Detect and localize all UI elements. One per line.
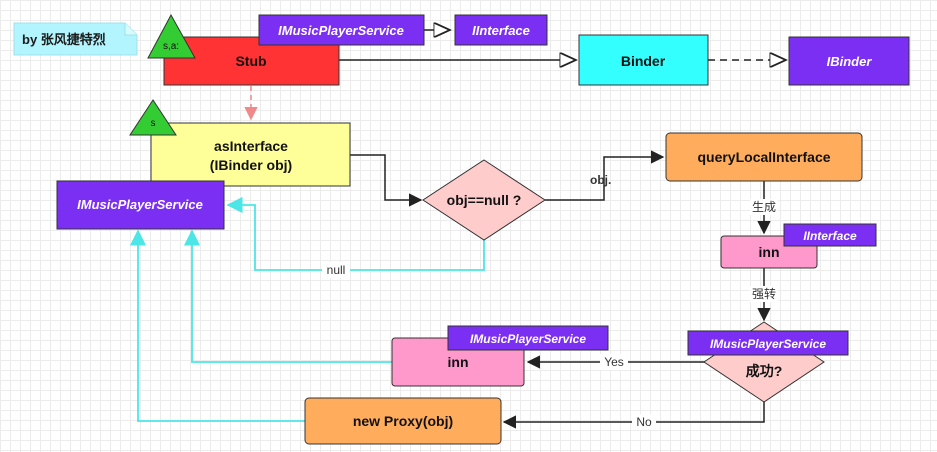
stub-badge: s,a: <box>147 13 196 59</box>
imusic-inn-label: IMusicPlayerService <box>470 332 586 346</box>
edge-no-to-proxy <box>502 402 765 429</box>
asinterface-badge: s <box>129 99 177 136</box>
edge-label-generate: 生成 <box>752 200 776 214</box>
imusic-top-label: IMusicPlayerService <box>278 23 404 38</box>
imusic-decision-label: IMusicPlayerService <box>710 337 826 351</box>
iinterface-top-tag: IInterface <box>454 14 548 46</box>
new-proxy-node: new Proxy(obj) <box>304 397 502 445</box>
binder-label: Binder <box>621 53 666 69</box>
asinterface-label-1: asInterface <box>214 138 288 154</box>
query-local-node: queryLocalInterface <box>665 132 863 182</box>
new-proxy-label: new Proxy(obj) <box>353 413 453 429</box>
edge-asinterface-to-decision <box>350 154 423 207</box>
edge-label-no: No <box>636 415 652 429</box>
success-label: 成功? <box>746 363 783 379</box>
imusic-left-label: IMusicPlayerService <box>77 197 203 212</box>
iinterface-small-label: IInterface <box>803 229 857 243</box>
edge-label-obj: obj. <box>590 173 611 187</box>
ibinder-tag: IBinder <box>788 36 910 86</box>
edge-label-yes: Yes <box>604 355 624 369</box>
iinterface-small-tag: IInterface <box>783 223 877 247</box>
stub-badge-text: s,a: <box>163 41 179 52</box>
inn-right-label: inn <box>759 244 780 260</box>
ibinder-label: IBinder <box>827 54 873 69</box>
edge-label-null: null <box>327 263 346 277</box>
edge-null-to-imusic <box>226 196 485 271</box>
imusic-top-tag: IMusicPlayerService <box>258 14 425 46</box>
asinterface-node: asInterface (IBinder obj) <box>150 122 351 187</box>
edge-proxy-to-imusic <box>129 229 305 422</box>
binder-node: Binder <box>578 34 709 86</box>
query-local-label: queryLocalInterface <box>697 149 830 165</box>
imusic-inn-tag: IMusicPlayerService <box>447 325 609 351</box>
obj-null-decision: obj==null ? <box>422 159 546 241</box>
imusic-decision-tag: IMusicPlayerService <box>687 330 849 356</box>
iinterface-top-label: IInterface <box>472 23 530 38</box>
edge-inn-to-imusic <box>183 229 392 363</box>
edge-label-cast: 强转 <box>752 286 776 301</box>
edge-decision-to-query <box>545 150 665 201</box>
author-note: by 张风捷特烈 <box>13 22 138 56</box>
author-note-text: by 张风捷特烈 <box>22 32 106 47</box>
imusic-left-node: IMusicPlayerService <box>56 180 225 230</box>
stub-label: Stub <box>235 53 266 69</box>
asinterface-badge-text: s <box>151 118 156 129</box>
inn-left-label: inn <box>448 354 469 370</box>
obj-null-label: obj==null ? <box>447 192 522 208</box>
asinterface-label-2: (IBinder obj) <box>210 157 292 173</box>
